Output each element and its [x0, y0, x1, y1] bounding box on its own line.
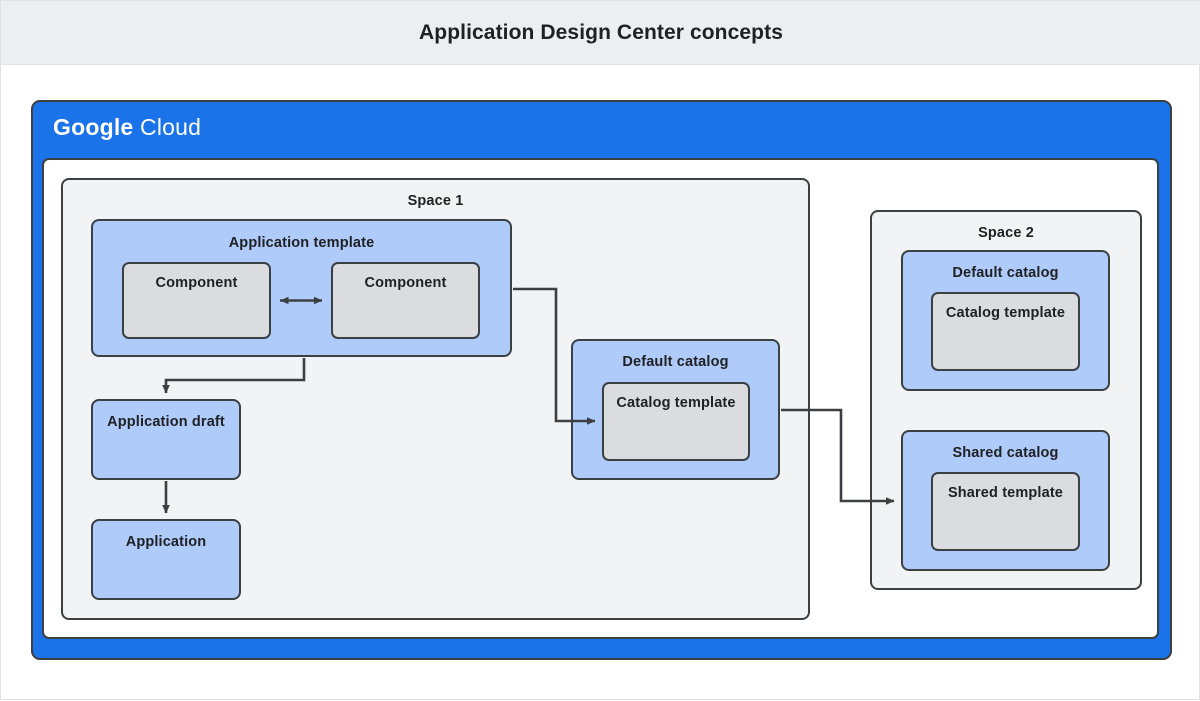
page-title: Application Design Center concepts [419, 21, 783, 44]
component-right-box: Component [331, 262, 480, 339]
application-label: Application [125, 534, 207, 550]
component-left-box: Component [122, 262, 271, 339]
catalog-template-space1-box: Catalog template [602, 382, 750, 461]
shared-catalog-space2-label: Shared catalog [952, 445, 1059, 461]
shared-template-space2-label: Shared template [947, 485, 1064, 501]
application-box: Application [91, 519, 241, 600]
catalog-template-space2-box: Catalog template [931, 292, 1080, 371]
application-draft-box: Application draft [91, 399, 241, 480]
default-catalog-space2-label: Default catalog [952, 265, 1059, 281]
application-draft-label: Application draft [107, 414, 225, 430]
catalog-template-space2-label: Catalog template [945, 305, 1066, 321]
logo-cloud-word: Cloud [140, 114, 202, 140]
default-catalog-space1-label: Default catalog [622, 354, 729, 370]
component-right-label: Component [364, 275, 447, 291]
application-template-label: Application template [228, 235, 375, 251]
page-header: Application Design Center concepts [1, 1, 1200, 65]
component-left-label: Component [155, 275, 238, 291]
shared-template-space2-box: Shared template [931, 472, 1080, 551]
google-cloud-logo: Google Cloud [53, 114, 201, 141]
space-2-title: Space 2 [978, 225, 1034, 241]
catalog-template-space1-label: Catalog template [616, 395, 736, 411]
space-1-title: Space 1 [407, 193, 464, 209]
logo-google-word: Google [53, 114, 134, 140]
